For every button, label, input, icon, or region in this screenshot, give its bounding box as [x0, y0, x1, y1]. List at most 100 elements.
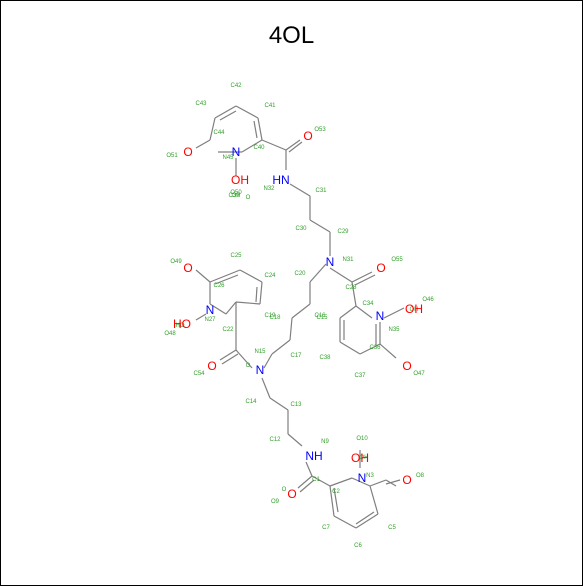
atom-symbol-oh-ring-b: OH: [405, 302, 423, 316]
atom-symbol-n-b: N: [256, 363, 265, 377]
atom-id-36: C15: [316, 315, 328, 321]
atom-id-7: O51: [166, 153, 178, 159]
bond-69: [355, 511, 375, 525]
atom-symbol-o-amide-d: O: [287, 487, 296, 501]
atom-symbol-o-amide-a: O: [303, 129, 312, 143]
atom-id-20: C24: [264, 273, 276, 279]
bond-66: [355, 513, 379, 529]
bond-30: [379, 343, 397, 359]
atom-symbol-o-ring-c: O: [183, 261, 192, 275]
bond-47: [195, 269, 211, 283]
bond-0: [209, 117, 216, 141]
atom-id-33: C22: [222, 327, 234, 333]
bond-21: [351, 281, 357, 307]
atom-id-9: O: [246, 195, 251, 201]
bond-10: [261, 139, 287, 151]
atom-id-54: O: [282, 487, 287, 493]
atom-id-52: C1: [312, 477, 320, 483]
atom-symbol-o-amide-c: O: [207, 359, 216, 373]
diagram-title: 4OL: [268, 22, 315, 49]
atom-id-48: O10: [356, 436, 368, 442]
bond-19: [351, 271, 373, 283]
atom-id-10: OH: [232, 193, 241, 199]
atom-id-38: C17: [290, 353, 302, 359]
atom-id-46: C12: [269, 437, 281, 443]
bond-42: [259, 281, 263, 305]
bond-14: [289, 183, 311, 197]
atom-id-5: O53: [314, 127, 326, 133]
atom-id-43: O47: [413, 371, 425, 377]
atom-id-14: C30: [295, 226, 307, 232]
atom-id-44: C14: [245, 399, 257, 405]
bond-34: [291, 303, 311, 319]
atom-id-34: O48: [164, 331, 176, 337]
bond-40: [225, 301, 237, 315]
atom-symbol-oh-ring-a: OH: [231, 173, 249, 187]
atom-id-26: OH: [410, 307, 419, 313]
atom-id-15: C29: [337, 229, 349, 235]
atom-symbol-nh-b: NH: [305, 449, 322, 463]
atom-id-53: C2: [332, 489, 340, 495]
bond-31: [383, 307, 405, 319]
atom-id-11: N32: [263, 186, 275, 192]
bond-16: [309, 219, 331, 233]
atom-id-1: C43: [195, 101, 207, 107]
bond-1: [214, 105, 237, 119]
bond-23: [339, 305, 357, 319]
bond-44: [209, 269, 241, 283]
bond-20: [354, 274, 376, 286]
bond-6: [219, 110, 237, 121]
atom-id-24: O46: [422, 297, 434, 303]
bond-58: [297, 475, 313, 489]
atom-id-41: C54: [193, 371, 205, 377]
atom-id-18: N31: [342, 257, 354, 263]
bond-71: [385, 479, 401, 485]
bond-22: [355, 305, 373, 319]
atom-id-49: OH: [360, 455, 369, 461]
atom-id-30: C16: [314, 313, 326, 319]
bond-18: [329, 267, 353, 283]
bond-52: [235, 349, 253, 369]
atom-id-6: N45: [222, 155, 234, 161]
bond-62: [351, 477, 371, 487]
bond-53: [261, 377, 271, 399]
bond-11: [285, 139, 301, 151]
bond-2: [235, 105, 259, 119]
atom-id-56: C7: [322, 525, 330, 531]
bond-35: [289, 317, 293, 341]
bond-7: [253, 120, 258, 139]
atom-id-12: O50: [230, 190, 242, 196]
atom-id-32: HO: [176, 323, 185, 329]
atom-symbol-n-ring-c: N: [206, 303, 215, 317]
atom-id-16: C25: [230, 253, 242, 259]
atom-id-21: C26: [213, 283, 225, 289]
atom-id-13: C31: [315, 188, 327, 194]
bond-70: [333, 487, 339, 513]
atom-id-55: O9: [271, 499, 280, 505]
atom-symbol-o-ring-b: O: [402, 359, 411, 373]
atom-id-25: C34: [362, 301, 374, 307]
atom-id-35: C36: [369, 345, 381, 351]
atom-id-4: C40: [253, 145, 265, 151]
bond-8: [195, 139, 211, 149]
atom-symbol-n-ring-d: N: [358, 471, 367, 485]
bond-37: [263, 353, 273, 369]
bond-54: [269, 397, 289, 411]
atom-id-50: N3: [366, 473, 374, 479]
bond-67: [333, 515, 357, 529]
atom-symbol-oh-ring-d: OH: [351, 451, 369, 465]
bond-60: [311, 475, 331, 487]
atom-id-19: O55: [391, 257, 403, 263]
bond-57: [305, 461, 313, 477]
atom-id-3: C44: [213, 130, 225, 136]
atom-id-37: N15: [254, 349, 266, 355]
bond-61: [329, 477, 353, 487]
atom-symbol-n-a: N: [326, 255, 335, 269]
atom-id-39: O: [246, 363, 251, 369]
atom-symbol-o-ring-a: O: [183, 145, 192, 159]
bond-12: [288, 141, 303, 153]
atom-id-17: O49: [170, 259, 182, 265]
